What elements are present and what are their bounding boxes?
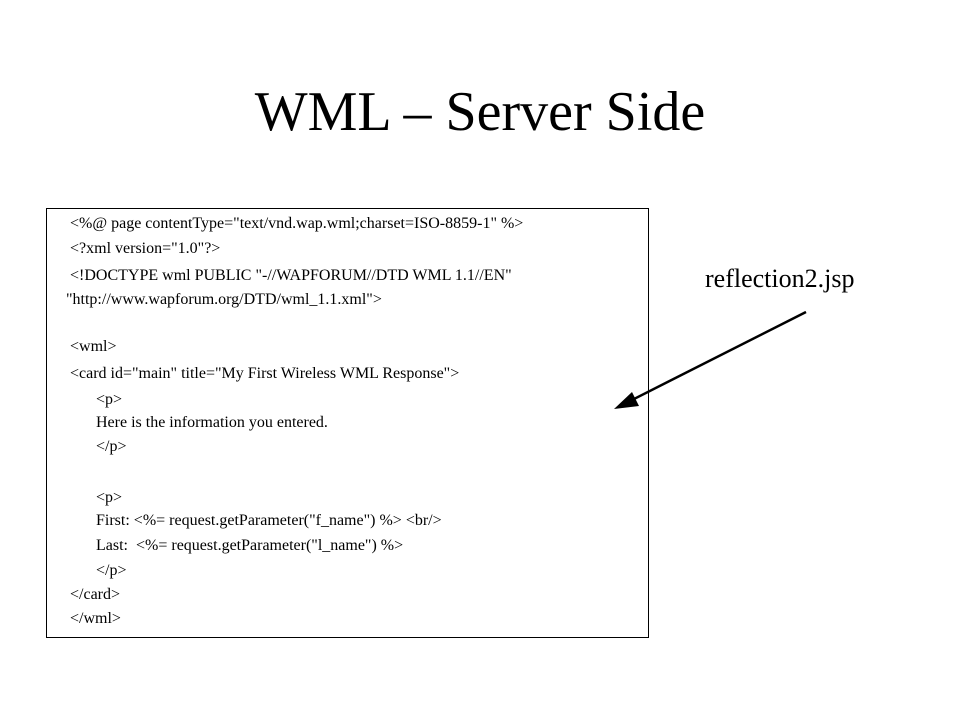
code-line-p-close: </p>	[96, 438, 127, 455]
code-line-doctype: <!DOCTYPE wml PUBLIC "-//WAPFORUM//DTD W…	[70, 267, 512, 284]
slide-title: WML – Server Side	[254, 81, 706, 143]
code-line-xml-declaration: <?xml version="1.0"?>	[70, 240, 221, 257]
filename-label: reflection2.jsp	[705, 264, 855, 293]
code-line-card-close: </card>	[70, 586, 121, 603]
code-line-wml-close: </wml>	[70, 610, 121, 627]
arrow-shaft	[629, 310, 807, 403]
code-line-card-open: <card id="main" title="My First Wireless…	[70, 365, 460, 382]
code-line-p-open: <p>	[96, 489, 123, 506]
code-line-info-text: Here is the information you entered.	[96, 414, 328, 431]
code-line-first-name: First: <%= request.getParameter("f_name"…	[96, 512, 442, 529]
code-line-doctype-url: "http://www.wapforum.org/DTD/wml_1.1.xml…	[66, 291, 382, 308]
code-listing-box: <%@ page contentType="text/vnd.wap.wml;c…	[46, 208, 649, 638]
code-line-p-open: <p>	[96, 391, 123, 408]
code-line-page-directive: <%@ page contentType="text/vnd.wap.wml;c…	[70, 215, 524, 232]
code-line-p-close: </p>	[96, 562, 127, 579]
code-line-wml-open: <wml>	[70, 338, 117, 355]
code-line-last-name: Last: <%= request.getParameter("l_name")…	[96, 537, 404, 554]
